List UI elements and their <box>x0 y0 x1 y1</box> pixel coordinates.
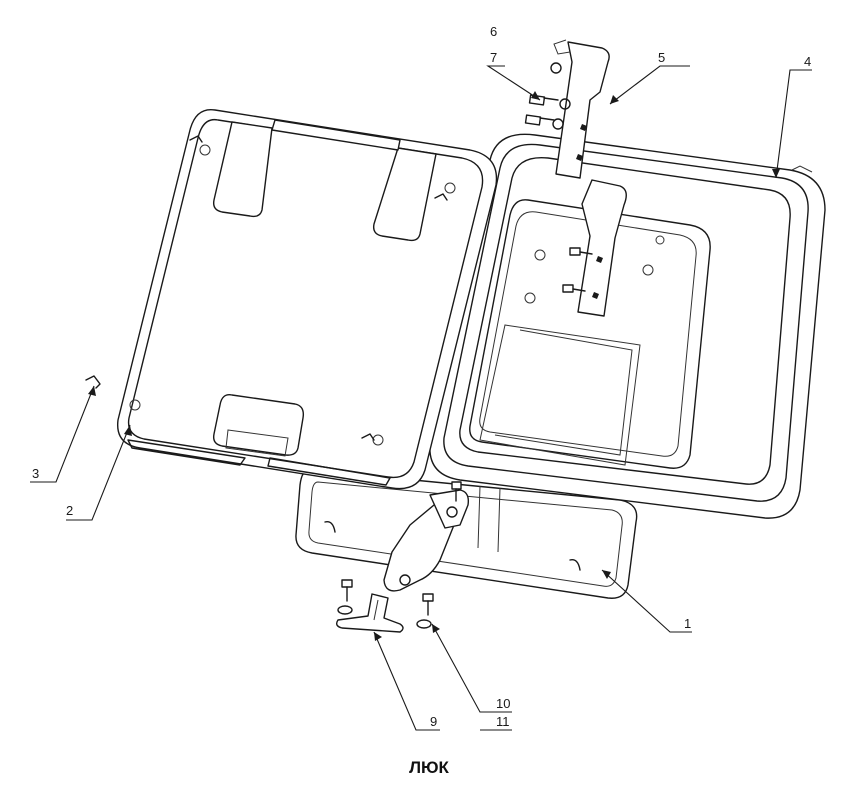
callout-3: 3 <box>32 466 39 481</box>
callout-4: 4 <box>804 54 811 69</box>
fasteners-6-7 <box>524 62 593 293</box>
drawing-caption: ЛЮК <box>409 758 449 777</box>
part-1-base-frame <box>295 469 638 599</box>
part-2-hatch-lid <box>116 108 498 490</box>
callout-7: 7 <box>490 50 497 65</box>
fasteners-10-11 <box>337 579 434 629</box>
callout-9: 9 <box>430 714 437 729</box>
part-3-clip <box>85 375 101 389</box>
callout-5: 5 <box>658 50 665 65</box>
leader-lines <box>30 65 812 731</box>
callout-10: 10 <box>496 696 510 711</box>
part-5-upper-hinge <box>553 39 627 317</box>
callout-1: 1 <box>684 616 691 631</box>
part-9-lower-hinge <box>335 481 470 633</box>
inner-panel <box>469 199 711 469</box>
callout-11: 11 <box>496 714 510 729</box>
callout-6: 6 <box>490 24 497 39</box>
part-4-outer-frame <box>429 133 826 519</box>
callout-2: 2 <box>66 503 73 518</box>
